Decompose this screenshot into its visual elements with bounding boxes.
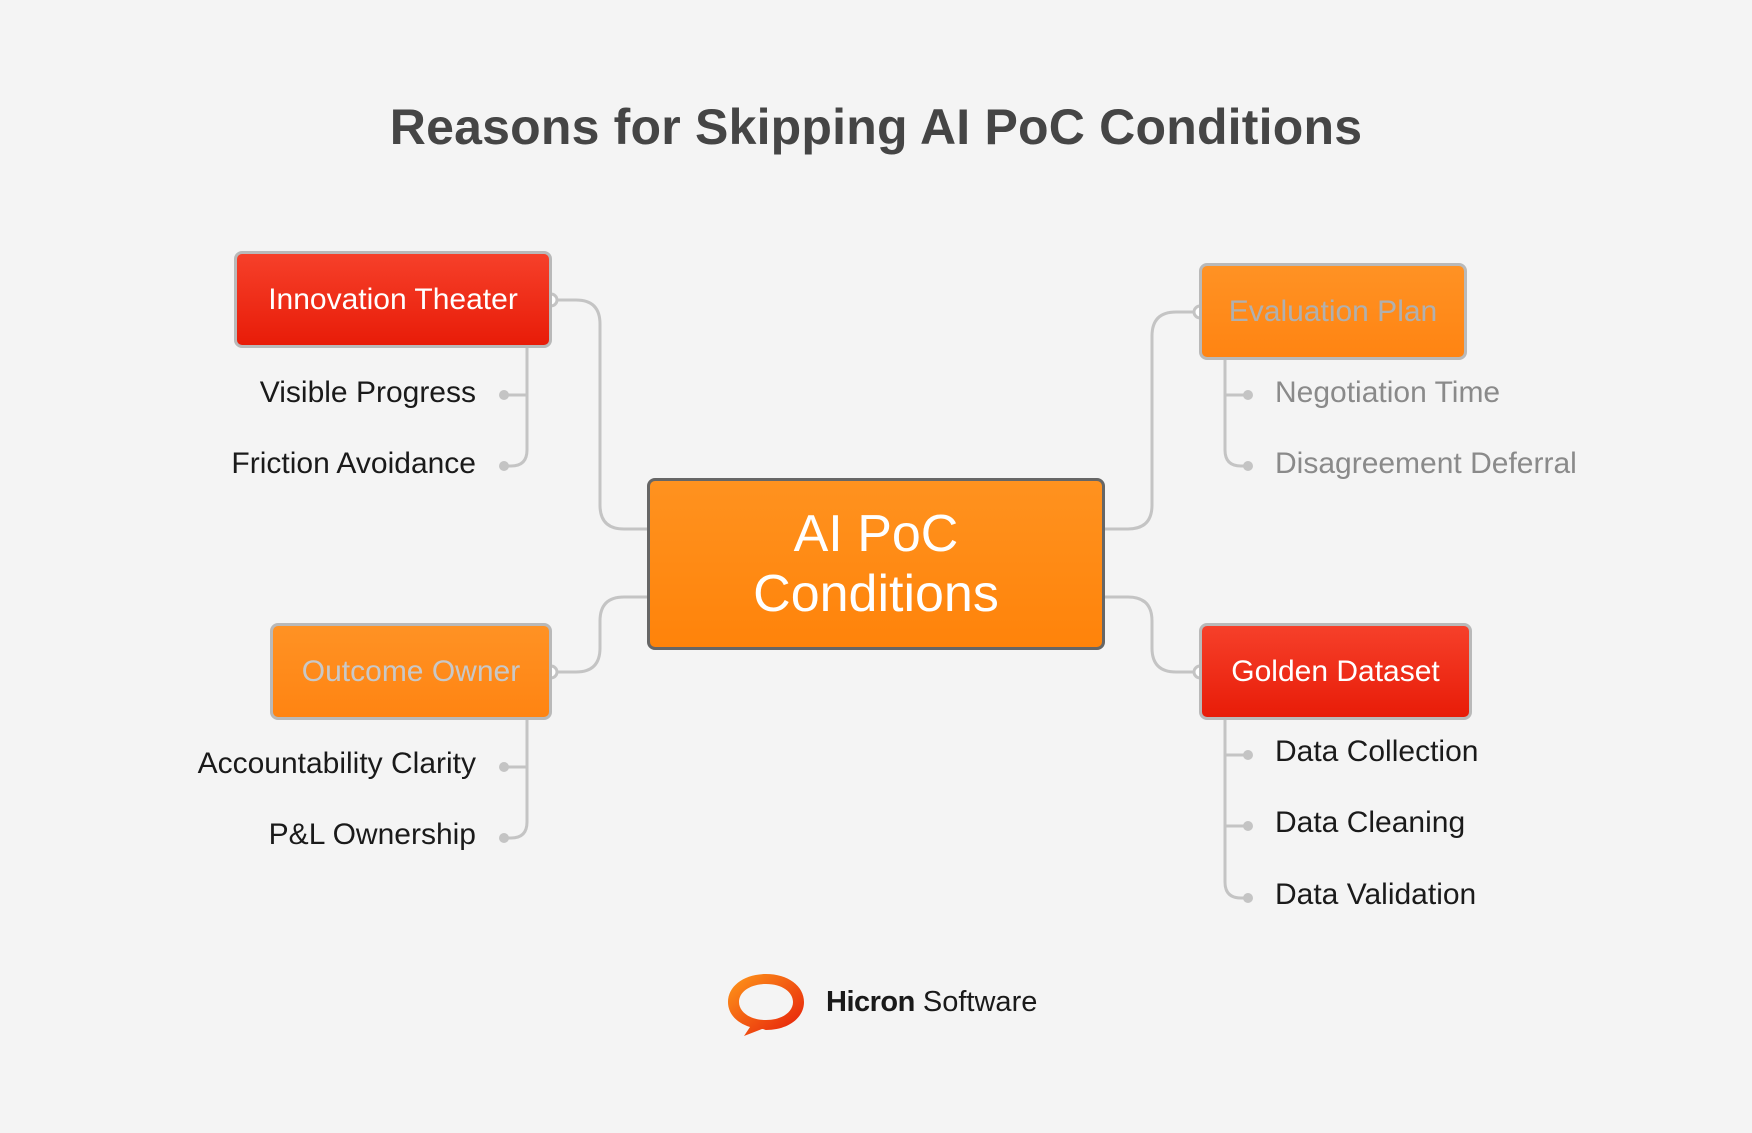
node-evaluation-plan[interactable]: Evaluation Plan <box>1199 263 1467 360</box>
node-golden-dataset[interactable]: Golden Dataset <box>1199 623 1472 720</box>
connector-outcome-children <box>502 717 529 840</box>
connector-dot <box>1243 893 1253 903</box>
node-innovation-theater-label: Innovation Theater <box>268 282 518 316</box>
node-golden-dataset-label: Golden Dataset <box>1231 654 1440 688</box>
connector-evaluation-children <box>1223 357 1250 468</box>
leaf-visible-progress: Visible Progress <box>259 376 476 409</box>
leaf-data-collection: Data Collection <box>1275 735 1479 768</box>
connector-dot <box>1243 390 1253 400</box>
connector-dot <box>1243 821 1253 831</box>
leaf-disagreement-deferral: Disagreement Deferral <box>1275 447 1577 480</box>
node-innovation-theater[interactable]: Innovation Theater <box>234 251 552 348</box>
connector-dot <box>499 461 509 471</box>
node-outcome-owner-label: Outcome Owner <box>301 654 521 688</box>
leaf-data-validation: Data Validation <box>1275 878 1477 911</box>
connector-center-innovation <box>549 298 649 531</box>
connector-dot <box>1243 750 1253 760</box>
node-evaluation-plan-label: Evaluation Plan <box>1228 294 1438 328</box>
connector-dot <box>499 390 509 400</box>
brand-name-regular: Software <box>922 986 1038 1018</box>
connector-center-outcome <box>549 595 649 674</box>
page-title: Reasons for Skipping AI PoC Conditions <box>389 99 1363 155</box>
leaf-accountability-clarity: Accountability Clarity <box>197 747 476 780</box>
connector-center-evaluation <box>1103 310 1202 531</box>
brand-name-bold: Hicron <box>826 986 915 1018</box>
connector-golden-children <box>1223 717 1250 900</box>
connector-dot <box>499 762 509 772</box>
connector-innovation-children <box>502 345 529 468</box>
leaf-data-cleaning: Data Cleaning <box>1275 806 1466 839</box>
leaf-pl-ownership: P&L Ownership <box>268 818 476 851</box>
connector-dot <box>499 833 509 843</box>
leaf-negotiation-time: Negotiation Time <box>1275 376 1501 409</box>
connector-dot <box>1243 461 1253 471</box>
brand-name: Hicron Software <box>826 986 1037 1019</box>
node-outcome-owner[interactable]: Outcome Owner <box>270 623 552 720</box>
leaf-friction-avoidance: Friction Avoidance <box>231 447 476 480</box>
node-central-topic[interactable]: AI PoC Conditions <box>647 478 1105 650</box>
node-central-topic-label: AI PoC Conditions <box>753 505 999 623</box>
connector-center-golden <box>1103 595 1202 674</box>
hicron-logo-icon <box>728 974 804 1036</box>
